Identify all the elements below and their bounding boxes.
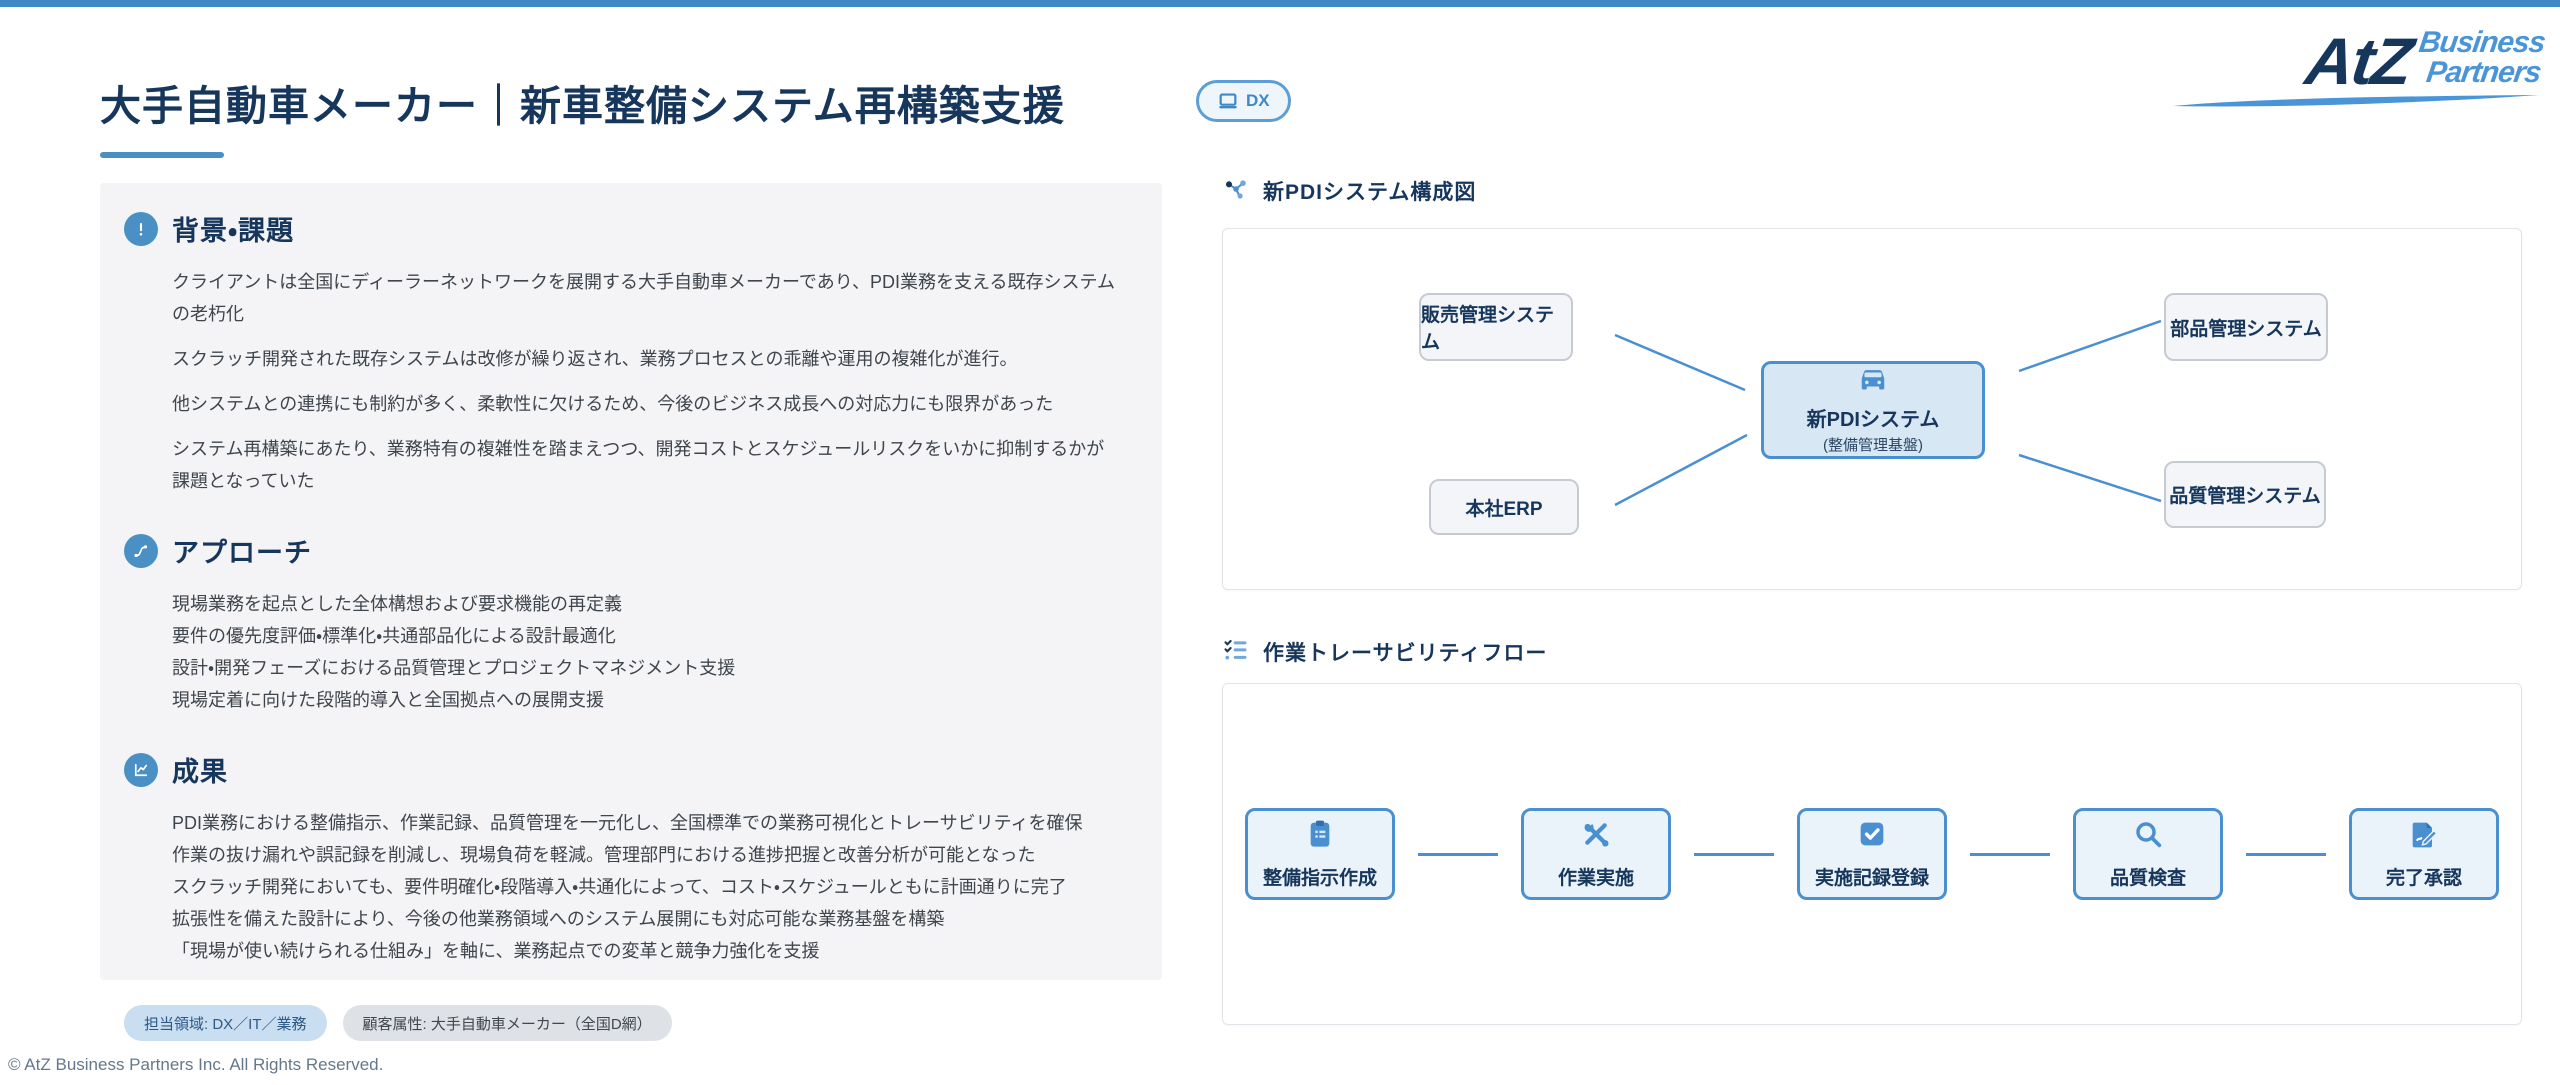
approach-line: 設計・開発フェーズにおける品質管理とプロジェクトマネジメント支援 [172, 652, 1122, 684]
flow-connector [2223, 853, 2349, 856]
node-sales-system: 販売管理システム [1419, 293, 1573, 361]
section-approach: アプローチ 現場業務を起点とした全体構想および要求機能の再定義 要件の優先度評価… [124, 531, 1122, 716]
flow-step-label: 整備指示作成 [1263, 863, 1377, 890]
flow-header: 作業トレーサビリティフロー [1222, 637, 2522, 667]
background-line: システム再構築にあたり、業務特有の複雑性を踏まえつつ、開発コストとスケジュールリ… [172, 433, 1122, 497]
section-results: 成果 PDI業務における整備指示、作業記録、品質管理を一元化し、全国標準での業務… [124, 750, 1122, 967]
tools-icon [1580, 818, 1612, 855]
brand-logo: AtZ Business Partners [2167, 30, 2542, 120]
center-node-title: 新PDIシステム [1807, 403, 1940, 432]
exclamation-icon [124, 212, 158, 246]
approach-line: 現場業務を起点とした全体構想および要求機能の再定義 [172, 588, 1122, 620]
background-line: クライアントは全国にディーラーネットワークを展開する大手自動車メーカーであり、P… [172, 266, 1122, 330]
flow-step-label: 作業実施 [1558, 863, 1634, 890]
right-column: 新PDIシステム構成図 販売管理システム 部品管理システム 本社ERP 品質管理… [1222, 176, 2522, 1025]
car-icon [1855, 365, 1891, 401]
flow-header-title: 作業トレーサビリティフロー [1263, 637, 1547, 667]
node-parts-system: 部品管理システム [2164, 293, 2328, 361]
flow-connector [1395, 853, 1521, 856]
flow-step-work-execution: 作業実施 [1521, 808, 1671, 900]
page-title: 大手自動車メーカー｜新車整備システム再構築支援 [100, 72, 1065, 132]
network-icon [1222, 175, 1250, 208]
results-line: 拡張性を備えた設計により、今後の他業務領域へのシステム展開にも対応可能な業務基盤… [172, 903, 1122, 935]
top-accent-bar [0, 0, 2560, 7]
flow-connector [1947, 853, 2073, 856]
tag-row: 担当領域: DX／IT／業務 顧客属性: 大手自動車メーカー（全国D網） [124, 1005, 1122, 1041]
flow-step-label: 完了承認 [2386, 863, 2462, 890]
results-line: スクラッチ開発においても、要件明確化・段階導入・共通化によって、コスト・スケジュ… [172, 871, 1122, 903]
chart-icon [124, 753, 158, 787]
flow-step-record-registration: 実施記録登録 [1797, 808, 1947, 900]
approach-line: 現場定着に向けた段階的導入と全国拠点への展開支援 [172, 684, 1122, 716]
flow-step-completion-approval: 完了承認 [2349, 808, 2499, 900]
results-line: 「現場が使い続けられる仕組み」を軸に、業務起点での変革と競争力強化を支援 [172, 935, 1122, 967]
clipboard-icon [1304, 818, 1336, 855]
route-icon [124, 534, 158, 568]
results-line: PDI業務における整備指示、作業記録、品質管理を一元化し、全国標準での業務可視化… [172, 807, 1122, 839]
diagram-header: 新PDIシステム構成図 [1222, 176, 2522, 206]
logo-main-text: AtZ [2302, 30, 2415, 92]
section-title-approach: アプローチ [172, 531, 312, 570]
node-quality-system: 品質管理システム [2164, 461, 2326, 528]
results-line: 作業の抜け漏れや誤記録を削減し、現場負荷を軽減。管理部門における進捗把握と改善分… [172, 839, 1122, 871]
flow-card: 整備指示作成 作業実施 実施記録登録 品質検査 [1222, 683, 2522, 1025]
diagram-card: 販売管理システム 部品管理システム 本社ERP 品質管理システム 新PDIシステ… [1222, 228, 2522, 590]
signature-icon [2408, 818, 2440, 855]
case-panel: 背景・課題 クライアントは全国にディーラーネットワークを展開する大手自動車メーカ… [100, 183, 1162, 980]
flow-step-quality-inspection: 品質検査 [2073, 808, 2223, 900]
title-underline [100, 152, 224, 158]
diagram-header-title: 新PDIシステム構成図 [1263, 176, 1476, 206]
background-line: 他システムとの連携にも制約が多く、柔軟性に欠けるため、今後のビジネス成長への対応… [172, 388, 1122, 420]
dx-badge-label: DX [1246, 91, 1270, 111]
copyright-text: © AtZ Business Partners Inc. All Rights … [8, 1055, 383, 1075]
flow-step-label: 実施記録登録 [1815, 863, 1929, 890]
node-new-pdi-system: 新PDIシステム (整備管理基盤) [1761, 361, 1985, 459]
approach-line: 要件の優先度評価・標準化・共通部品化による設計最適化 [172, 620, 1122, 652]
background-line: スクラッチ開発された既存システムは改修が繰り返され、業務プロセスとの乖離や運用の… [172, 343, 1122, 375]
flow-step-create-order: 整備指示作成 [1245, 808, 1395, 900]
node-hq-erp: 本社ERP [1429, 479, 1579, 535]
section-title-results: 成果 [172, 750, 228, 789]
magnifier-icon [2132, 818, 2164, 855]
center-node-subtitle: (整備管理基盤) [1823, 434, 1923, 455]
checkbox-icon [1856, 818, 1888, 855]
section-title-background: 背景・課題 [172, 209, 294, 248]
section-background: 背景・課題 クライアントは全国にディーラーネットワークを展開する大手自動車メーカ… [124, 209, 1122, 497]
tag-client: 顧客属性: 大手自動車メーカー（全国D網） [343, 1005, 672, 1041]
dx-badge: DX [1196, 80, 1291, 122]
checklist-icon [1222, 636, 1250, 669]
laptop-icon [1217, 90, 1239, 112]
tag-domain: 担当領域: DX／IT／業務 [124, 1005, 327, 1041]
flow-step-label: 品質検査 [2110, 863, 2186, 890]
flow-connector [1671, 853, 1797, 856]
logo-sub-text-1: Business [2417, 28, 2547, 58]
logo-sub-text-2: Partners [2424, 58, 2542, 88]
